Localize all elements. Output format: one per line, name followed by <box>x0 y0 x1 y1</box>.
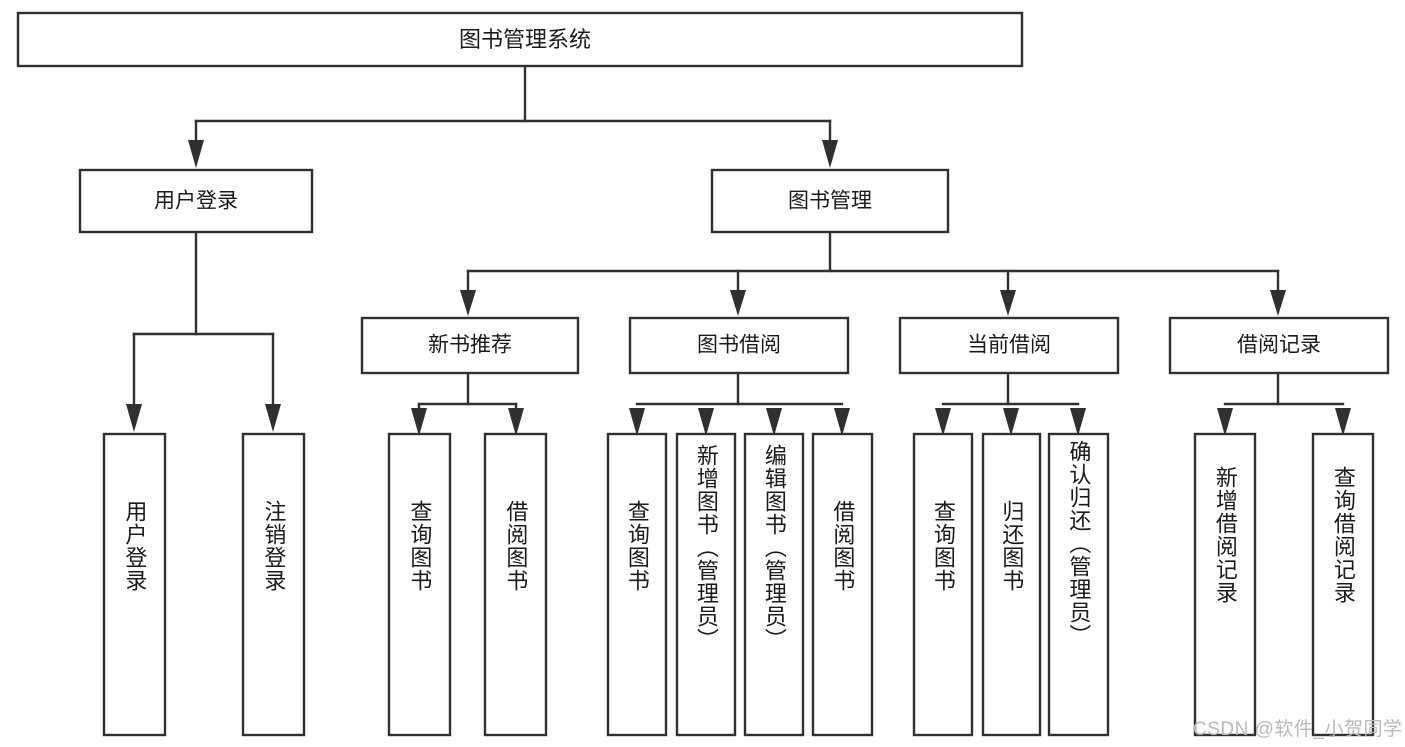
node-box-root[interactable] <box>16 11 1024 68</box>
arrow-head-leaf-new-book-2 <box>508 408 524 436</box>
node-label-current-borrow: 当前借阅 <box>967 334 1051 357</box>
arrow-head-leaf-borrow-record-2 <box>1335 408 1351 436</box>
connector-group-root-to-level2 <box>188 64 838 168</box>
node-label-root: 图书管理系统 <box>459 27 591 52</box>
node-label-new-book-recommend: 新书推荐 <box>428 334 512 357</box>
node-box-leaf-edit-book-admin[interactable] <box>743 432 805 737</box>
arrow-head-user-login <box>188 140 204 168</box>
node-box-new-book-recommend[interactable] <box>360 316 580 375</box>
node-box-leaf-borrow-book-2[interactable] <box>811 432 874 737</box>
node-label-borrow-record: 借阅记录 <box>1237 334 1321 357</box>
node-box-user-login[interactable] <box>78 168 314 234</box>
arrow-head-leaf-new-book-1 <box>411 408 427 436</box>
arrow-head-new-book <box>460 290 476 316</box>
node-box-leaf-borrow-book-1[interactable] <box>483 432 548 737</box>
node-box-leaf-user-login[interactable] <box>102 432 167 737</box>
arrow-head-leaf-current-borrow-1 <box>935 408 951 436</box>
node-box-leaf-return-book[interactable] <box>981 432 1042 737</box>
node-box-leaf-query-book-2[interactable] <box>606 432 668 737</box>
node-box-book-borrow[interactable] <box>628 316 850 375</box>
node-box-borrow-record[interactable] <box>1168 316 1390 375</box>
arrow-head-book-borrow <box>730 290 746 316</box>
connector-group-borrow-record-leaves <box>1217 371 1351 436</box>
node-box-leaf-query-book-1[interactable] <box>387 432 452 737</box>
connector-group-current-borrow-leaves <box>935 371 1086 436</box>
node-box-current-borrow[interactable] <box>898 316 1120 375</box>
arrow-head-leaf-user-login-2 <box>265 404 281 432</box>
node-box-leaf-query-borrow-record[interactable] <box>1311 432 1375 737</box>
arrow-head-leaf-current-borrow-3 <box>1070 408 1086 436</box>
node-label-book-borrow: 图书借阅 <box>697 334 781 357</box>
node-box-book-manage[interactable] <box>710 168 950 234</box>
arrow-head-leaf-borrow-record-1 <box>1217 408 1233 436</box>
arrow-head-leaf-book-borrow-1 <box>629 408 645 436</box>
connector-group-book-borrow-leaves <box>629 371 850 436</box>
node-label-user-login: 用户登录 <box>154 190 238 213</box>
arrow-head-borrow-record <box>1270 290 1286 316</box>
arrow-head-leaf-current-borrow-2 <box>1003 408 1019 436</box>
arrow-head-leaf-book-borrow-2 <box>698 408 714 436</box>
connector-group-book-manage-to-level3 <box>460 230 1286 316</box>
connector-group-user-login-leaves <box>126 230 281 432</box>
arrow-head-leaf-book-borrow-4 <box>834 408 850 436</box>
node-box-leaf-logout[interactable] <box>241 432 306 737</box>
arrow-head-current-borrow <box>1000 290 1016 316</box>
node-box-leaf-add-book-admin[interactable] <box>675 432 737 737</box>
node-box-leaf-add-borrow-record[interactable] <box>1193 432 1257 737</box>
arrow-head-leaf-user-login-1 <box>126 404 142 432</box>
node-box-leaf-confirm-return-admin[interactable] <box>1047 432 1110 737</box>
watermark: CSDN @软件_小贺同学 <box>1193 719 1403 740</box>
node-box-leaf-query-book-3[interactable] <box>912 432 974 737</box>
connector-group-new-book-leaves <box>411 371 524 436</box>
node-label-book-manage: 图书管理 <box>788 190 872 213</box>
arrow-head-book-manage <box>822 140 838 168</box>
arrow-head-leaf-book-borrow-3 <box>766 408 782 436</box>
